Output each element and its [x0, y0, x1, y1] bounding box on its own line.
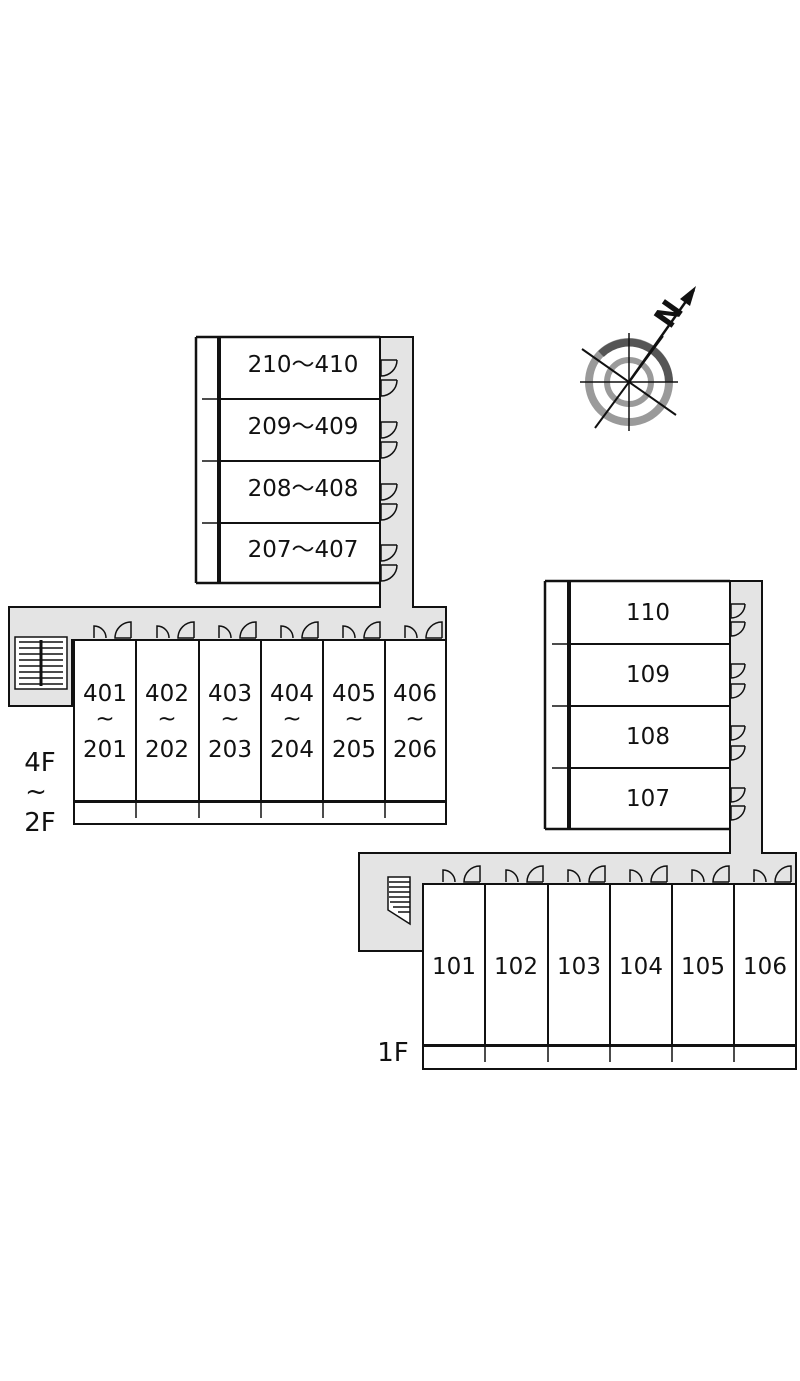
floor-label-2f: 2F [24, 808, 56, 838]
unit-label-105: 105 [681, 954, 725, 980]
compass-rose-icon: N [580, 286, 696, 431]
unit-tilde-404: ~ [282, 706, 301, 732]
unit-bottom-204: 204 [270, 737, 314, 763]
staircase-icon [387, 876, 411, 926]
unit-top-403: 403 [208, 681, 252, 707]
unit-label-101: 101 [432, 954, 476, 980]
unit-top-404: 404 [270, 681, 314, 707]
unit-tilde-401: ~ [95, 706, 114, 732]
unit-tilde-402: ~ [157, 706, 176, 732]
floor-label-1f: 1F [377, 1038, 409, 1068]
unit-tilde-406: ~ [405, 706, 424, 732]
unit-tilde-405: ~ [344, 706, 363, 732]
staircase-icon [14, 636, 68, 690]
unit-top-406: 406 [393, 681, 437, 707]
unit-bottom-203: 203 [208, 737, 252, 763]
floor-label-4f: 4F [24, 748, 56, 778]
unit-label-207-407: 207～407 [248, 537, 359, 563]
unit-label-208-408: 208～408 [248, 476, 359, 502]
unit-bottom-201: 201 [83, 737, 127, 763]
unit-label-103: 103 [557, 954, 601, 980]
unit-label-102: 102 [494, 954, 538, 980]
unit-bottom-205: 205 [332, 737, 376, 763]
door-icons-ground-north [730, 603, 746, 821]
floor-label-tilde: ~ [25, 777, 47, 807]
unit-label-107: 107 [626, 786, 670, 812]
unit-label-209-409: 209～409 [248, 414, 359, 440]
unit-top-405: 405 [332, 681, 376, 707]
unit-top-402: 402 [145, 681, 189, 707]
ground-building: 110 109 108 107 [358, 579, 797, 1070]
unit-label-106: 106 [743, 954, 787, 980]
unit-bottom-206: 206 [393, 737, 437, 763]
unit-label-108: 108 [626, 724, 670, 750]
unit-label-110: 110 [626, 600, 670, 626]
door-icons-ground-row [442, 865, 792, 883]
unit-bottom-202: 202 [145, 737, 189, 763]
upper-corridor [8, 336, 447, 707]
unit-top-401: 401 [83, 681, 127, 707]
unit-label-210-410: 210～410 [248, 352, 359, 378]
unit-tilde-403: ~ [220, 706, 239, 732]
upper-building: 210～410 209～409 208～408 207～407 [8, 335, 447, 838]
unit-label-109: 109 [626, 662, 670, 688]
door-icons-upper-north [380, 359, 398, 582]
unit-label-104: 104 [619, 954, 663, 980]
door-icons-upper-row [93, 621, 443, 639]
